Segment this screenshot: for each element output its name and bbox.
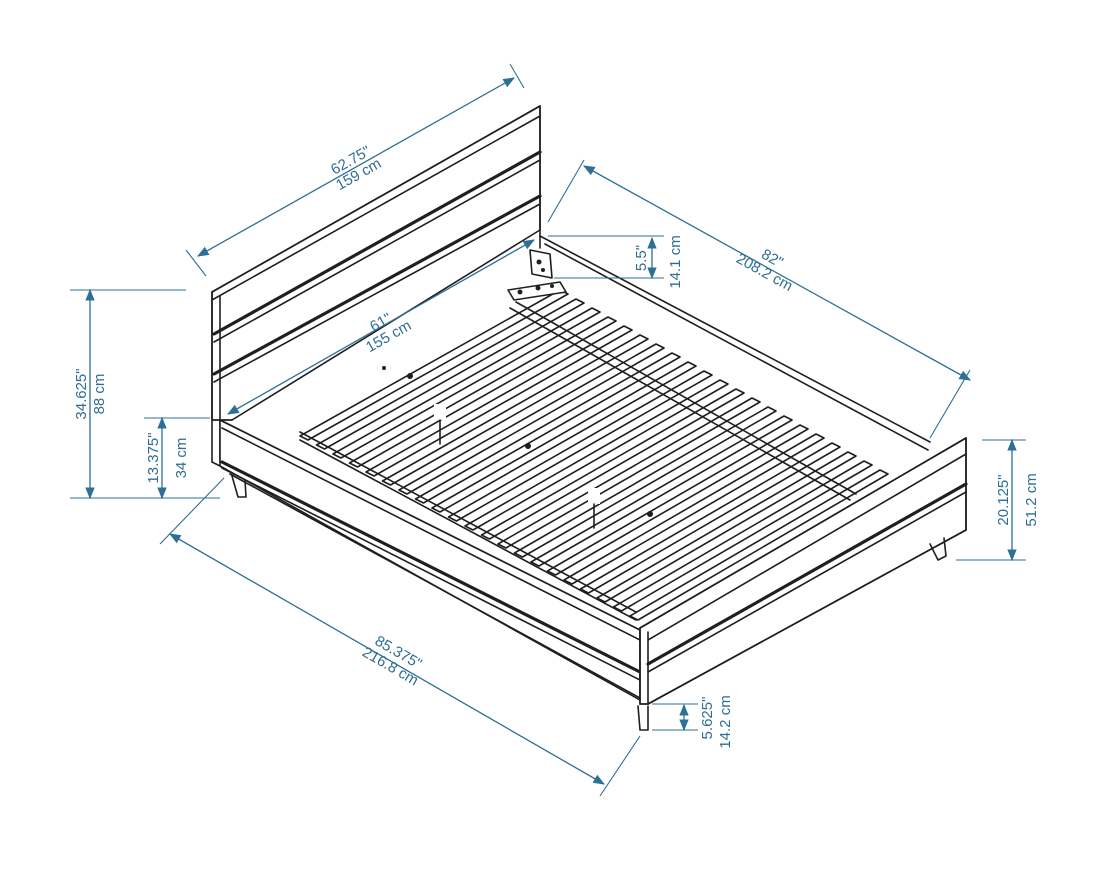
- back-leg: [231, 475, 247, 498]
- footboard-height-metric: 51.2 cm: [1023, 473, 1040, 526]
- corner-bracket: [507, 249, 567, 301]
- rail-height-metric: 34 cm: [173, 438, 190, 479]
- dimension-lines: [70, 63, 1026, 797]
- slat: [629, 469, 889, 621]
- front-leg: [637, 705, 649, 731]
- bed-drawing: [211, 105, 968, 731]
- headboard-height-imperial: 34.625": [73, 368, 90, 419]
- center-support-beam: [509, 301, 857, 501]
- leg-height-metric: 14.2 cm: [717, 695, 734, 748]
- headboard-height-metric: 88 cm: [91, 374, 108, 415]
- rail-height-imperial: 13.375": [145, 432, 162, 483]
- footboard: [639, 437, 968, 705]
- footboard-height-imperial: 20.125": [995, 474, 1012, 525]
- bracket-height-metric: 14.1 cm: [667, 235, 684, 288]
- slat: [464, 379, 729, 531]
- right-leg: [929, 537, 947, 561]
- bracket-height-imperial: 5.5": [633, 245, 650, 271]
- leg-height-imperial: 5.625": [699, 697, 716, 740]
- right-side-rail: [539, 235, 931, 451]
- slat: [612, 460, 873, 612]
